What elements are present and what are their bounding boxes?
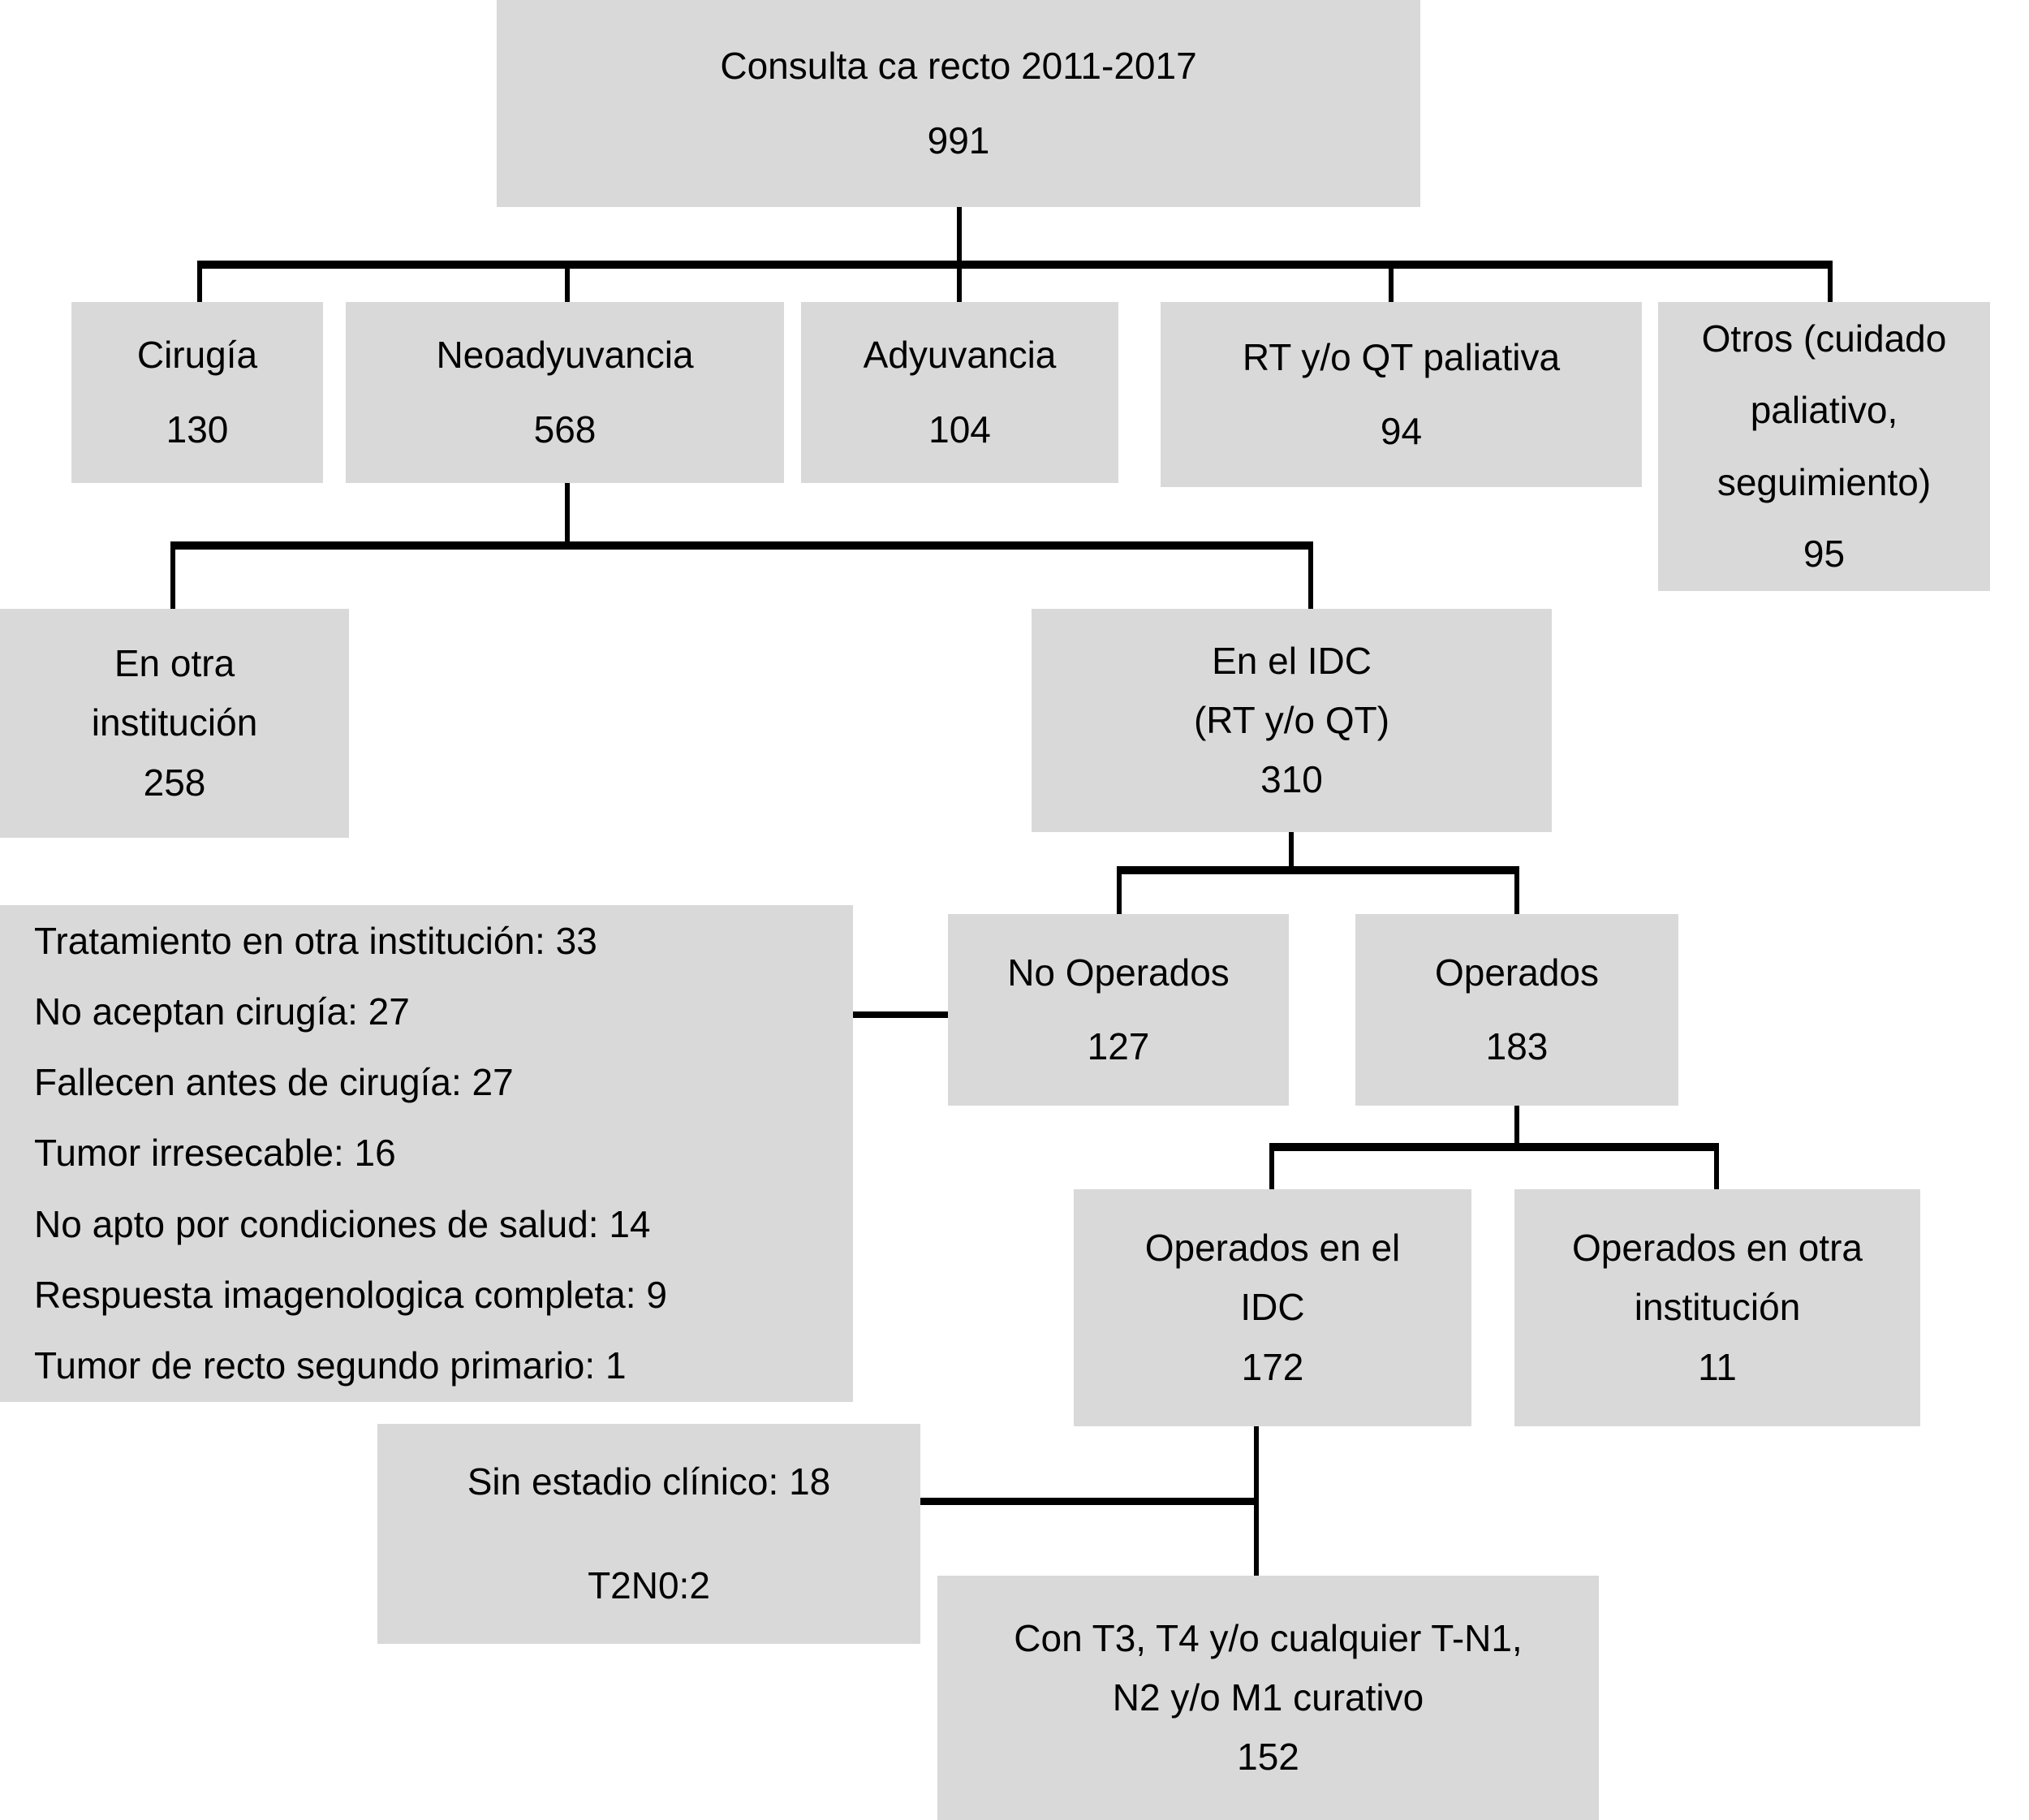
node-operados-en-el-idc: Operados en el IDC 172 [1074,1189,1471,1426]
node-otros-value: 95 [1803,532,1846,575]
connector-drop-no-operados [1117,866,1122,915]
node-en-otra-institucion: En otra institución 258 [0,609,349,838]
connector-drop-operados-idc [1269,1143,1274,1190]
connector-drop-neoadyuvancia [565,261,570,303]
node-otros-label-1: Otros (cuidado [1701,317,1947,360]
connector-drop-cirugia [197,261,202,303]
node-operados-label: Operados [1434,951,1599,994]
node-en-el-idc: En el IDC (RT y/o QT) 310 [1032,609,1552,832]
node-en-otra-label-2: institución [91,701,258,744]
node-operados-idc-label-2: IDC [1240,1286,1305,1329]
connector-operados-hline [1269,1143,1719,1151]
node-sin-estadio-t2n0: T2N0:2 [588,1563,710,1607]
node-motivos-no-cirugia: Tratamiento en otra institución: 33 No a… [0,905,853,1402]
connector-drop-operados [1514,866,1519,915]
connector-row2-hline [197,261,1833,269]
node-con-t3-value: 152 [1237,1736,1299,1779]
node-operados-otra-label-2: institución [1634,1286,1801,1329]
motivo-no-apto-salud: No apto por condiciones de salud: 14 [34,1202,651,1245]
node-cirugia-value: 130 [166,408,229,451]
motivo-tumor-segundo-primario: Tumor de recto segundo primario: 1 [34,1343,627,1387]
node-otros: Otros (cuidado paliativo, seguimiento) 9… [1658,302,1990,591]
node-sin-estadio-clinico: Sin estadio clínico: 18 T2N0:2 [377,1424,920,1644]
node-otros-label-2: paliativo, [1750,389,1898,432]
connector-drop-adyuvancia [957,261,962,303]
node-neoadyuvancia: Neoadyuvancia 568 [346,302,784,483]
connector-drop-en-el-idc [1308,541,1313,610]
node-consulta-value: 991 [927,119,990,162]
connector-idc-stem [1289,832,1294,873]
node-rt-qt-paliativa-value: 94 [1380,410,1423,452]
connector-operados-stem [1514,1106,1519,1149]
motivo-respuesta-imagenologica: Respuesta imagenologica completa: 9 [34,1273,667,1316]
motivo-tumor-irresecable: Tumor irresecable: 16 [34,1132,396,1175]
connector-sin-estadio [920,1498,1257,1505]
node-operados: Operados 183 [1355,914,1678,1106]
node-no-operados-label: No Operados [1007,951,1230,994]
node-adyuvancia-label: Adyuvancia [863,334,1057,377]
node-con-t3-t4: Con T3, T4 y/o cualquier T-N1, N2 y/o M1… [937,1576,1599,1820]
node-en-el-idc-value: 310 [1260,758,1323,801]
node-no-operados-value: 127 [1087,1025,1150,1067]
node-en-otra-label-1: En otra [114,642,235,685]
node-con-t3-label-2: N2 y/o M1 curativo [1112,1676,1424,1719]
node-en-el-idc-label-2: (RT y/o QT) [1193,698,1390,741]
node-con-t3-label-1: Con T3, T4 y/o cualquier T-N1, [1014,1616,1523,1659]
node-cirugia: Cirugía 130 [71,302,323,483]
connector-idc-hline [1117,866,1519,874]
node-no-operados: No Operados 127 [948,914,1289,1106]
node-rt-qt-paliativa: RT y/o QT paliativa 94 [1161,302,1642,487]
connector-root-stem [957,207,962,264]
node-consulta-label: Consulta ca recto 2011-2017 [720,45,1197,88]
node-operados-value: 183 [1485,1025,1549,1067]
connector-neoadyuvancia-stem [565,483,570,548]
node-operados-otra-label-1: Operados en otra [1571,1227,1863,1270]
node-operados-en-otra-institucion: Operados en otra institución 11 [1514,1189,1920,1426]
node-neoadyuvancia-value: 568 [533,408,597,451]
node-cirugia-label: Cirugía [136,334,258,377]
node-operados-otra-value: 11 [1698,1345,1737,1388]
node-sin-estadio-label: Sin estadio clínico: 18 [467,1460,831,1503]
node-adyuvancia-value: 104 [928,408,991,451]
node-consulta-ca-recto: Consulta ca recto 2011-2017 991 [497,0,1420,207]
connector-motivos-to-no-operados [853,1011,949,1018]
node-otros-label-3: seguimiento) [1717,460,1932,503]
node-en-otra-value: 258 [143,761,206,804]
connector-drop-en-otra [170,541,175,610]
connector-drop-otros [1828,261,1833,303]
motivo-no-aceptan-cirugia: No aceptan cirugía: 27 [34,990,410,1033]
node-neoadyuvancia-label: Neoadyuvancia [436,334,694,377]
node-operados-idc-value: 172 [1241,1345,1304,1388]
node-rt-qt-paliativa-label: RT y/o QT paliativa [1242,335,1561,378]
motivo-tratamiento-otra-institucion: Tratamiento en otra institución: 33 [34,919,597,962]
node-en-el-idc-label-1: En el IDC [1212,639,1372,682]
connector-drop-rt-paliativa [1389,261,1394,303]
connector-neo-hline [170,541,1313,550]
connector-drop-operados-otra [1714,1143,1719,1190]
node-adyuvancia: Adyuvancia 104 [801,302,1118,483]
motivo-fallecen-antes-cirugia: Fallecen antes de cirugía: 27 [34,1061,514,1104]
node-operados-idc-label-1: Operados en el [1144,1227,1401,1270]
